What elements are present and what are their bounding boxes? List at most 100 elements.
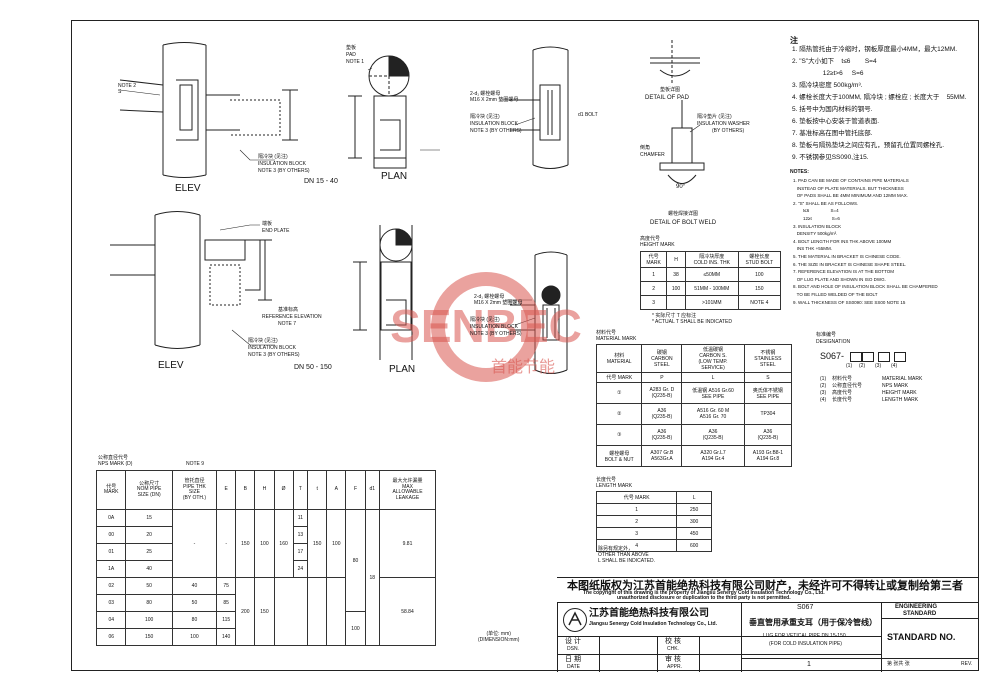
dim-phi-cell: 13 — [292, 526, 309, 544]
ins-en-mid: INSULATION BLOCK — [470, 121, 518, 127]
pad-cn: 垫板 — [346, 45, 357, 51]
dim-phi-cell: 24 — [292, 560, 309, 578]
height-cell: 51MM - 100MM — [684, 281, 739, 296]
ordering-item-cn: 高度代号 — [832, 390, 853, 396]
note-en-line: 8. BOLT AND HOLE OF INSULATION BLOCK SHA… — [793, 284, 938, 290]
nut-washer-top: 2-d₁ 螺栓螺母 M16 X 2mm 垫圈螺母 — [470, 91, 519, 103]
height-cell: 100 — [666, 281, 686, 296]
note-en-line: 1. PAD CAN BE MADE OF CONTAINS PIPE MATE… — [793, 178, 909, 183]
dim-merged-cell: 9.81 — [379, 509, 436, 578]
detail-bolt-en: DETAIL OF BOLT WELD — [650, 220, 717, 226]
dim-merged-cell — [326, 577, 347, 646]
ins-cn-bot2: 隔冷块 (见注) — [470, 317, 500, 323]
dim-cell: 50 — [171, 594, 218, 612]
length-title-en: LENGTH MARK — [596, 483, 633, 489]
ordering-slot — [894, 352, 906, 362]
note2-callout: NOTE 2 S — [118, 83, 137, 95]
dim-mark-cell: 03 — [95, 594, 127, 612]
height-cell — [666, 295, 686, 310]
company-cn: 江苏首能绝热科技有限公司 — [589, 608, 709, 619]
approve-en: APPR. — [667, 664, 683, 670]
dim-size-cell: 25 — [125, 543, 173, 561]
length-note3: L SHALL BE INDICATED. — [598, 558, 656, 564]
std-label: STANDARD NO. — [887, 632, 956, 642]
note-cn-line: 8. 垫板与隔热垫块之间应有孔，预留孔位置同螺栓孔. — [792, 142, 945, 149]
notes-head-en: NOTES: — [790, 169, 809, 175]
dim-merged-cell: 100 — [326, 509, 347, 578]
height-cell: 3 — [639, 295, 668, 310]
material-cell: 低温钢 A516 Gr.60 SEE PIPE — [681, 382, 745, 404]
dim-mark-cell: 1A — [95, 560, 127, 578]
ins-en-top: INSULATION BLOCK — [258, 161, 306, 167]
material-cell: A320 Gr.L7 A194 Gr.4 — [681, 445, 745, 467]
ordering-slot — [850, 352, 862, 362]
dim-mark-cell: 0A — [95, 509, 127, 527]
dim-size-cell: 80 — [125, 594, 173, 612]
note-cn-line: 6. 垫板按中心安装于管道表面. — [792, 118, 880, 125]
dim-merged-cell: - — [171, 509, 218, 578]
tb-line — [599, 636, 600, 672]
length-cell: 2 — [595, 515, 678, 528]
material-cell: A36 (Q235-B) — [743, 424, 793, 446]
note-cn-line: 7. 基准标高在图中管托底部. — [792, 130, 873, 137]
dim-mark-cell: 00 — [95, 526, 127, 544]
note-en-line: 12≥t S=6 — [793, 215, 840, 221]
watermark: SENBEC 首能节能 — [318, 272, 654, 382]
tb-line — [557, 654, 881, 655]
note-en-line: 6. THE SIZE IN BRACKET IS CHINESE SHAPE … — [793, 261, 907, 267]
detail-pad-cn: 垫板详图 — [660, 87, 681, 93]
watermark-brand: SENBEC — [390, 300, 582, 352]
dim-col-header: A — [326, 470, 347, 510]
date-en: DATE — [567, 664, 580, 670]
ordering-item-en: NPS MARK — [882, 383, 909, 389]
note-en-line: OF LUG PLATE AND SHOWN IN ISO DWG. — [793, 276, 886, 282]
material-cell: A193 Gr.B8-1 A194 Gr.8 — [743, 445, 793, 467]
dim-col-header: F — [345, 470, 366, 510]
height-title-cn: 高度代号 — [640, 236, 661, 242]
note-cn-line: 4. 螺栓长度大于100MM, 隔冷块 ; 螺栓应 ; 长度大于 55MM. — [792, 94, 967, 101]
height-cell: 2 — [639, 281, 668, 296]
tb-line — [657, 636, 658, 672]
ordering-item-cn: 材料代号 — [832, 376, 853, 382]
ordering-item-num: (4) — [820, 397, 827, 403]
dim-cell: 115 — [216, 611, 237, 629]
height-cell: 1 — [639, 267, 668, 282]
note-en-line: DENSITY 500kg/m³. — [793, 231, 838, 237]
note-en-line: 3. INSULATION BLOCK — [793, 223, 842, 229]
dim-cell: 100 — [171, 628, 218, 646]
company-en: Jiangsu Senergy Cold Insulation Technolo… — [589, 621, 717, 627]
copyright-cn: 本图纸版权为江苏首能绝热科技有限公司财产，未经许可不得转让或复制给第三者 — [567, 580, 963, 592]
dim-cell: 85 — [216, 594, 237, 612]
chamfer-en: CHAMFER — [640, 152, 665, 158]
material-cell: 奥氏体不锈钢 SEE PIPE — [743, 382, 793, 404]
copyright-en2: unauthorized disclosure or duplication t… — [617, 595, 791, 601]
ordering-title-cn: 标准编号 — [816, 332, 837, 338]
height-note2: * ACTUAL T SHALL BE INDICATED — [652, 319, 732, 325]
ordering-item-en: HEIGHT MARK — [882, 390, 917, 396]
material-cell: A36 (Q235-B) — [681, 424, 745, 446]
note3-top: NOTE 3 (BY OTHERS) — [258, 168, 310, 174]
dim-size-cell: 20 — [125, 526, 173, 544]
height-cell: 38 — [666, 267, 686, 282]
dim-merged-cell: 150 — [254, 577, 275, 646]
height-col-header: H — [666, 251, 686, 268]
dim-col-header: Ø — [273, 470, 294, 510]
height-cell: >101MM — [684, 295, 739, 310]
tb-line — [881, 602, 882, 672]
design-cn: 设 计 — [565, 638, 581, 645]
dim-col-header: H — [254, 470, 275, 510]
slot-label: (4) — [891, 363, 898, 369]
ordering-slot — [862, 352, 874, 362]
ref-elev-en: REFERENCE ELEVATION — [262, 314, 322, 320]
note7-callout: NOTE 7 — [278, 321, 297, 327]
tb-line — [881, 658, 979, 659]
